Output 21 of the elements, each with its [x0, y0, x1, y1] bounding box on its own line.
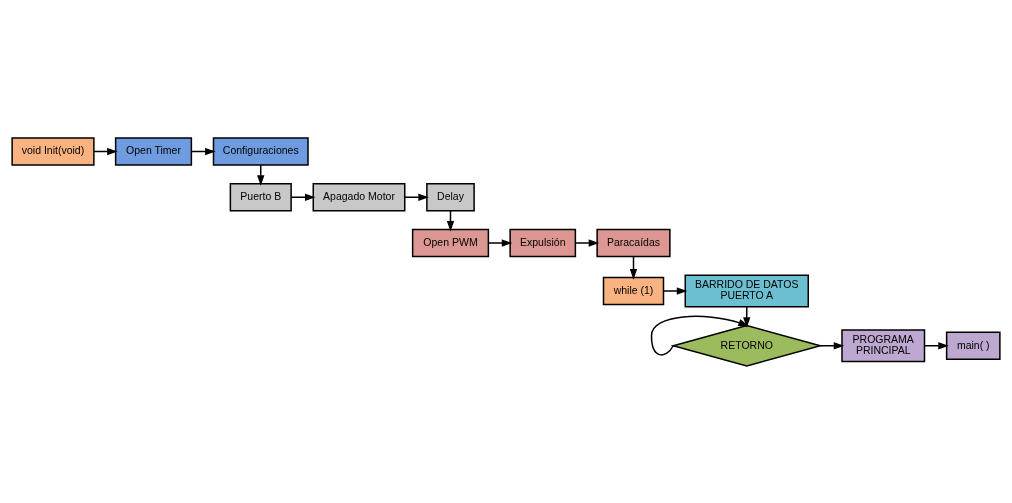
- arrow: [257, 163, 265, 186]
- node-box: Paracaídas: [596, 228, 671, 257]
- node-box: Delay: [426, 182, 475, 211]
- arrow: [662, 286, 688, 295]
- node-box: main( ): [945, 331, 1001, 360]
- arrow: [743, 305, 751, 328]
- node-box: Apagado Motor: [312, 182, 406, 211]
- node-box: Puerto B: [229, 182, 292, 211]
- node-box: Configuraciones: [212, 136, 309, 166]
- node-box: Open PWM: [411, 228, 490, 257]
- node-box: void Init(void): [11, 136, 95, 166]
- arrow: [924, 341, 949, 349]
- node-box: while (1): [602, 276, 665, 305]
- arrow: [650, 315, 749, 356]
- node-box: Open Timer: [114, 136, 193, 166]
- arrow: [574, 238, 600, 247]
- arrow: [487, 238, 513, 247]
- node-box: Expulsión: [509, 228, 577, 257]
- node-box: PROGRAMA PRINCIPAL: [841, 328, 926, 362]
- arrow: [819, 341, 845, 349]
- node-box: BARRIDO DE DATOS PUERTO A: [684, 274, 809, 307]
